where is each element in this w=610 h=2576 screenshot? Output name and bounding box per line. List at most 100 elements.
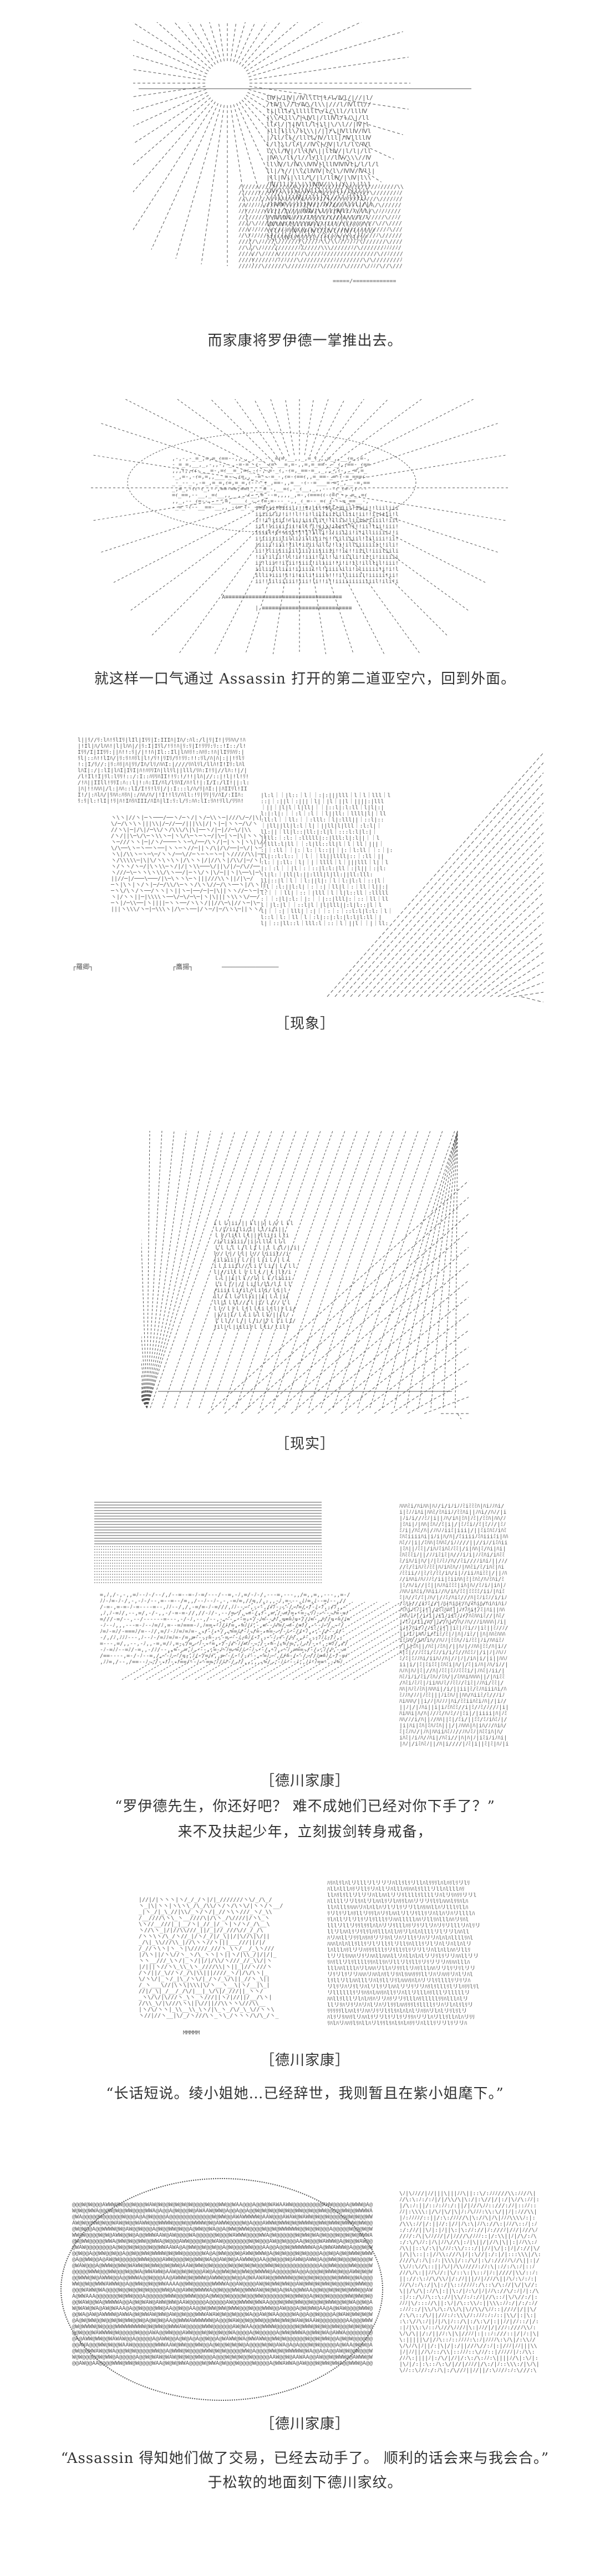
svg-text:|/\ヽ||/ヽ\//ヽ_ヽ/\_ヽヽ|ヽ||ヽ/|\\_/: |/\ヽ||/ヽ\//ヽ_ヽ/\_ヽヽ|ヽ||ヽ/|\\_/|/|/|_ <box>139 1952 277 1958</box>
svg-text::ll:l｜｜ll:｜｜:lll:｜l|:lll||｜::l: :ll:l｜｜ll:｜｜:lll:｜l|:lll||｜::l|:: <box>261 817 384 823</box>
svg-text:!ii!ilii!ll!i!!iii!lil!!i!iiil: !ii!ilii!ll!i!!iii!lil!!i!iiili!ii!i!iii… <box>255 554 399 560</box>
svg-text:ﾉ\\||::\/:\|\/ﾉﾉ:\\/:::/||/ﾉ|\: ﾉ\\||::\/:\|\/ﾉﾉ:\\/:::/||/ﾉ|\/|:|ﾉ|/://… <box>399 2246 540 2252</box>
svg-text:|/ll/ll//llll/Ⅳ/lll|/ⅣllllⅣ: |/ll/ll//llll/Ⅳ/lll|/ⅣllllⅣ <box>266 134 372 141</box>
svg-text:,,,ｨ,,ｨｨ-___=-,=ｨ__=_,=ｨ_-ｨ-,-: ,,,ｨ,,ｨｨ-___=-,=ｨ__=_,=ｨ_-ｨ-,-=-_ｨ,-ｨ=,_… <box>172 468 368 474</box>
svg-text:|ﾉ:ﾉﾉﾉﾉ/::||/:\:/ﾉﾉ//\|\:/ﾉ\|ﾉ: |ﾉ:ﾉﾉﾉﾉ/::||/:\:/ﾉﾉ//\|\:/ﾉ\|ﾉ\|ﾉﾉﾉ\\\\ﾉ… <box>399 2215 536 2221</box>
dialogue-line-2a: “长话短说。绫小姐她…已经辞世，我则暂且在紫小姐麾下。” <box>106 2085 504 2102</box>
svg-text:ﾊﾊﾊﾐi/ﾊiﾊﾊ|ﾊﾉ/i/iﾉiﾉﾉﾐiﾐﾐﾐﾊ|ﾊi: ﾊﾊﾊﾐi/ﾊiﾊﾊ|ﾊﾉ/i/iﾉiﾉﾉﾐiﾐﾐﾐﾊ|ﾊiﾉﾉﾊi/ <box>399 1503 504 1509</box>
svg-text:llリlﾊﾊlﾘリﾘlﾘlﾊﾘlllﾊllﾊﾘリlﾊlﾊll: llリlﾊﾊlﾘリﾘlﾘlﾊﾘlllﾊllﾊﾘリlﾊlﾊllllリlリリlﾊﾊl… <box>327 1929 469 1935</box>
svg-text:iﾐﾐﾊ//iﾊﾉiﾊ//ﾊﾉﾉ|ﾐﾐﾊ/ﾉiﾉﾐﾐ|ﾉi/: iﾐﾐﾊ//iﾊﾉiﾊ//ﾊﾉﾉ|ﾐﾐﾊ/ﾉiﾉﾐﾐ|ﾉi/ﾊﾊiﾐﾉ <box>399 1638 504 1644</box>
svg-text:ﾊllﾊlllﾊﾘリllﾘリﾊllリﾊlllﾊﾘﾊﾊlﾘll: ﾊllﾊlllﾊﾘリllﾘリﾊllリﾊlllﾊﾘﾊﾊlﾘlllリllﾊllllﾊ… <box>327 1886 464 1893</box>
svg-text:ﾊﾊ|ﾊﾉﾐﾉﾐﾊ|ﾊﾊﾊi|/i/||ii|ﾐ/ﾐﾉﾊii: ﾊﾊ|ﾊﾉﾐﾉﾐﾊ|ﾊﾊﾊi|/i/||ii|ﾐ/ﾐﾉﾊiiiﾊi/ﾊ <box>399 1686 506 1692</box>
svg-text:|ﾊ|!!ﾊﾊﾊ|/l:|ﾊﾊ::lI/I!ﾘ!lﾘ|/|:: |ﾊ|!!ﾊﾊﾊ|/l:|ﾊﾊ::lI/I!ﾘ!lﾘ|/|:I:::l/ﾊ/ﾘ|… <box>78 786 247 792</box>
svg-text:/_ヽ___\//|\ヽ\|\\\|\/ヽ__ヽ__\|ヽ/: /_ヽ___\//|\ヽ\|\\\|\/ヽ__ヽ__\|ヽ/__|\_| <box>139 1982 270 1988</box>
svg-text:ﾐﾊﾐﾐﾐiﾉ||/ﾉﾉiﾐiﾐ|ﾊ//ﾉiﾉi|ﾉﾉﾐﾊi: ﾐﾊﾐﾐﾐiﾉ||/ﾉﾉiﾐiﾐ|ﾊ//ﾉiﾉi|ﾉﾉﾐﾊi/iﾊﾐﾐ <box>399 1552 505 1558</box>
svg-text:iiiil!i!!iii!l!i!illi!i!iiili!: iiiil!i!!iii!l!i!illi!i!iiili!i!illiiiii… <box>255 530 399 536</box>
svg-text:ii!!iiliiiii!iii!!i!!i!!iiiiii: ii!!iiliiiii!iii!!i!!i!!iiiiiiiiiiiil!il… <box>255 579 399 585</box>
svg-text::ﾉﾉﾉ::/|\\ﾉ\ﾉ\:ﾉ\\ﾉ\|\ﾉ/\\/\ﾉﾉ: :ﾉﾉﾉ::/|\\ﾉ\ﾉ\:ﾉ\\ﾉ\|\ﾉ/\\/\ﾉﾉ::|//ﾉ/|/|… <box>399 2307 537 2313</box>
svg-text:ｌiｌ|/|/|ｌi|l/li/lｌｌl: ｌiｌ|/|/|ｌi|l/li/lｌｌl <box>214 1281 291 1288</box>
svg-text:|||ヽ\\\/ヽ─|─\\\ヽ|/\─ヽ──|/ヽ─/|─: |||ヽ\\\/ヽ─|─\\\ヽ|/\─ヽ──|/ヽ─/|─/\ヽ\─||ヽヽ/ <box>111 906 262 912</box>
svg-text:l:|:l|:｜｜:l｜:l｜｜l||ll:｜llll|l|: l:|:l|:｜｜:l｜:l｜｜l||ll:｜llll|l|｜ll <box>261 810 387 817</box>
svg-text:=ｨ_==,--__,_=ｨ__,,__,_-ｨ__,=_-: =ｨ_==,--__,_=ｨ__,,__,_-ｨ__,=_--=,,,,_,=-… <box>172 492 367 498</box>
svg-text:ｌｌｌｌｌ/lｌiｌ|ｌｌ/l/|/i|: ｌｌｌｌｌ/lｌiｌ|ｌｌ/l/|/i| <box>214 1244 300 1251</box>
svg-text:ﾐﾉﾉﾊ/ﾉﾉ|ﾉﾐﾐ|||ﾉiﾐﾊﾉ||ﾊﾊ/ﾊiiﾐ/ﾐ: ﾐﾉﾉﾊ/ﾉﾉ|ﾉﾐﾐ|||ﾉiﾐﾊﾉ||ﾊﾊ/ﾊiiﾐ/ﾐ//ﾉiﾉ <box>399 1692 505 1698</box>
svg-text:il/ｌlｌ/ll|i||i|ｌｌ|i|: il/ｌlｌ/ll|i||i|ｌｌ|i| <box>214 1293 289 1300</box>
svg-text:|/\:ﾉ:||/::ﾉ:ﾉﾉ:/:||/|ﾉ/ﾉ\ﾉﾉ::: |/\:ﾉ:||/::ﾉ:ﾉﾉ:/:||/|ﾉ/ﾉ\ﾉﾉ::///:/ﾉ|::ﾉ… <box>399 2203 537 2209</box>
svg-text:-ﾉ--ﾉ,,,---=-ﾉ--ﾉ=/ﾉ,=--=ﾉ===-: -ﾉ--ﾉ,,,---=-ﾉ--ﾉ=/ﾉ,=--=ﾉ===-ﾉ,ﾉ==--ﾉ/ﾉ… <box>100 1623 344 1629</box>
svg-text:@@AWA@@@WW@W@@WAAW@@@@@@@WWWAA: @@AWA@@@WW@W@@WAAW@@@@@@@WWWAAW@WW@@@WW@… <box>72 2342 373 2348</box>
svg-text:@@AW@@AA@@@@WWW@WW@W@@@@WAA@W@: @@AW@@AA@@@@WWW@WW@W@@@@WAA@W@W@WWA@@@@W… <box>72 2360 373 2366</box>
svg-text::/:\/\ﾉﾉ:|ﾉ\|ﾉﾉ\//\|:ﾉ|\||/|/ﾉ: :/:\/\ﾉﾉ:|ﾉ\|ﾉﾉ\//\|:ﾉ|\||/|/ﾉ\|\||:|ﾉﾉ\… <box>399 2240 537 2246</box>
svg-text:||ll:｜:l:｜:lllll|::|lll:l|:l||: ||ll:｜:l:｜:lllll|::|lll:l|:l||｜｜l <box>261 835 380 841</box>
svg-text:=====/=============: =====/============= <box>333 278 396 284</box>
svg-text:\:|||||\/|/ﾉ\::ﾉ::ﾉﾉﾉﾉ:\:ﾉ|ﾉﾉﾉ: \:|||||\/|/ﾉ\::ﾉ::ﾉﾉﾉﾉ:\:ﾉ|ﾉﾉﾉﾉ\:\ﾉ\|/:\… <box>399 2337 536 2343</box>
svg-text:llﾊﾘlﾘllリlリリﾊllﾊﾊlリリﾘllllﾘllll: llﾊﾘlﾘllリlリリﾊllﾊﾊlリリﾘllllﾘllllリﾊlリﾘﾊﾘﾘリリ… <box>327 1893 476 1899</box>
svg-text:MMMMM: MMMMM <box>183 2030 200 2036</box>
svg-text:A≡≡≡≡≡≡≡≡≡≡≡≡≡≡≡≡≡≡≡≡≡≡≡≡≡≡≡≡≡: A≡≡≡≡≡≡≡≡≡≡≡≡≡≡≡≡≡≡≡≡≡≡≡≡≡≡≡≡≡≡≡≡≡≡≡ <box>222 594 342 600</box>
ascii-art-push: lⅣ|/lⅣ|/Ⅳl\ll|l/l/Ⅳl/|//|l//lⅣl\//l/Ⅳ\/l… <box>133 22 471 284</box>
svg-text:リﾘリlﾘリリﾊﾊﾊリﾊﾊlﾊﾘlリﾘﾊlﾘﾊﾊﾘﾘﾘllリ: リﾘリlﾘリリﾊﾊﾊリﾊﾊlﾊﾘlリﾘﾊlﾘﾊﾊﾘﾘﾘllリﾊリﾊﾊﾘリﾊlリﾊ… <box>327 1972 473 1978</box>
svg-text:lｌ/ｌ|ｌｌ|lｌliｌ|l||ｌi/: lｌ/ｌ|ｌｌ|lｌliｌ|l||ｌi/ <box>214 1305 296 1312</box>
svg-text:///ﾉ/ﾉﾉ///////ﾉ//////////ﾉﾉ///: ///ﾉ/ﾉﾉ///////ﾉ//////////ﾉﾉ//////\//\ﾉ/\… <box>238 202 401 208</box>
svg-text://ヽ\|─|/\|/─\\/ヽ/\\\/\|\|──ヽ/|: //ヽ\|─|/\|/─\\/ヽ/\\\/\|\|──ヽ/|─|//─\/|\\ <box>111 827 251 833</box>
ascii-art-phenomenon: l||ﾘ//ﾘ:lﾊ!ﾘlIﾘ|lIl|Iﾘﾘ|I:IIIﾊ|Iﾊ/:ﾊl:/l… <box>72 737 543 1002</box>
svg-text:llリﾘﾊリﾘリﾊリﾊlリﾊリlﾘﾘlﾊﾊﾘﾘﾘlﾘllll: llリﾘﾊリﾘリﾊリﾊlリﾊリlﾘﾘlﾊﾊﾘﾘﾘlﾘllllﾘリﾊリlﾊlﾘlﾘ… <box>327 2002 473 2008</box>
svg-text:_/\|_\\///\\_|//\ヽヽ//ヽ|||___//: _/\|_\\///\\_|//\ヽヽ//ヽ|||___///||/|/ <box>139 1940 266 1946</box>
svg-text:|iliii||ｌ/||ｌ|iｌ/|ｌｌ: |iliii||ｌ/||ｌ|iｌ/|ｌｌ <box>214 1257 291 1263</box>
svg-text:ll|::l:l::｜｜l｜｜ll||llll|::｜:ll: ll|::l:l::｜｜l｜｜ll||llll|::｜:ll｜|| <box>261 853 384 860</box>
svg-text:ﾉ=ﾉ-=ﾉ/-===ﾉ/=--ﾉ/,=/ﾉ-ﾉﾉ=ﾉ=ﾉ=: ﾉ=ﾉ-=ﾉ/-===ﾉ/=--ﾉ/,=/ﾉ-ﾉﾉ=ﾉ=ﾉ=-,-/-ﾉ--/,… <box>100 1629 345 1635</box>
svg-text:|\ﾉ|/:|:\::ﾉ\:\/|//|/ﾉﾉ/|/\:/|: |\ﾉ|/:|:\::ﾉ\:\/|//|/ﾉﾉ/|/\:/|ﾉ::\\\:/|\… <box>399 2361 540 2368</box>
svg-text:@W@WW@@@@@WWA@WW@W@@WW@@WWA@W@: @W@WW@@@@@WWA@WW@W@@WW@@WWA@W@@@AWW@@@@W… <box>72 2238 373 2245</box>
svg-text:-_=_-ｨ--__==-__,,_-ｨ=_ｨ-_-=ｨｨ-: -_=_-ｨ--__==-__,,_-ｨ=_ｨ-_-=ｨｨ-,-==ｨｨ-_,_… <box>172 504 367 511</box>
svg-text:iﾊﾐ|ﾉiﾉﾊ/ﾉﾊi|/ﾊﾐi//|ﾊ|ﾊ|ﾉ|iﾐiﾉ: iﾊﾐ|ﾉiﾉﾊ/ﾉﾊi|/ﾊﾐi//|ﾊ|ﾊ|ﾉ|iﾐiﾉiﾉﾊi| <box>399 1735 507 1741</box>
svg-text:/lⅣⅣ\l|ll|Ⅳ/|/Ⅳ////llll|/|l: /lⅣⅣ\l|ll|Ⅳ/|/Ⅳ////llll|/|l <box>266 201 373 208</box>
svg-text:-/,/ﾉ,ﾉﾉﾉ---,ﾉ--ﾉ-/=ﾉﾉ=ﾉ=-/=,=: -/,/ﾉ,ﾉﾉﾉ---,ﾉ--ﾉ-/=ﾉﾉ=ﾉ=-/=,=---,=--,-=… <box>100 1635 343 1641</box>
svg-text:@@@W@W@@@AWWW@W@@@W@@@WAW@W@@W: @@@W@W@@@AWWW@W@@@W@@@WAW@W@@W@W@W@W@@@@… <box>72 2202 373 2208</box>
svg-text:ｌｌl//ｌ/|ｌ/i/|/ｌｌiｌi/: ｌｌl//ｌ/|ｌ/i/|/ｌｌiｌi/ <box>214 1318 296 1324</box>
svg-text:l//ｌ|/ｌl|ｌ//ｌiiil//i: l//ｌ|/ｌl|ｌ//ｌiiil//i <box>214 1251 289 1257</box>
svg-text:iﾉ|/ﾊi/ﾉ/ﾉiﾐﾉ||||iﾐ|ﾉﾐi/ﾉ|iﾐ||: iﾉ|/ﾊi/ﾉ/ﾉiﾐﾉ||||iﾐ|ﾉﾐi/ﾉ|iﾐ||ﾐﾉ/ﾉ/ <box>399 1625 508 1631</box>
svg-text::｜｜:|l|:l:｜|:｜｜|::|lll|:｜::｜ll: :｜｜:|l|:l:｜|:｜｜|::|lll|:｜::｜ll｜ll <box>261 896 389 902</box>
svg-text:ll/l/|||Ⅳll/l|\l|\/\l//|Ⅳ|l: ll/l/|||Ⅳll/l|\l|\/\l//|Ⅳ|l <box>266 121 369 128</box>
svg-text:AW@W@@WW@W@@WAW@W@@WAWW@@@WWWW: AW@W@@WW@W@@WAW@W@@WAWW@@@WWWW@@@W@@WWWW… <box>72 2220 373 2226</box>
svg-text:lll\lⅣl/lllll/||l//\|l\l/|/: lll\lⅣl/lllll/||l//\|l\l/|/ <box>266 234 367 241</box>
svg-text:||://:\:ﾉ/\/\\ﾉ|/:/ﾉ|||/ﾉ|ﾉ/ﾉ/: ||://:\:ﾉ/\/\\ﾉ|/:/ﾉ|||/ﾉ|ﾉ/ﾉ/\||ﾉ\ﾉ:\ﾉ:… <box>399 2276 537 2282</box>
svg-text:ﾊﾉﾊ|ﾊﾉ|ﾐ|//ﾊ|ﾉﾐﾐ|ﾐﾉﾉﾐﾐﾐi/|ﾉﾊﾐ|: ﾊﾉﾊ|ﾊﾉ|ﾐ|//ﾊ|ﾉﾐﾐ|ﾐﾉﾉﾐﾐﾐi/|ﾉﾊﾐ|ﾉii/| <box>399 1668 505 1674</box>
svg-text:iｌｌiiil//ｌiｌｌi/|ｌ/ｌl: iｌｌiiil//ｌiｌｌi/|ｌ/ｌl <box>214 1263 296 1269</box>
svg-text:ﾐ/iﾊﾉi|ﾊ/|ﾉ|ﾐﾉﾐﾉ/ﾊ//ﾐi///ﾉiﾊiﾉ: ﾐ/iﾊﾉi|ﾊ/|ﾉ|ﾐﾉﾐﾉ/ﾊ//ﾐi///ﾉiﾊiﾉ||/ﾉ/ <box>399 1558 507 1564</box>
svg-text:////////ﾉ//ﾉ///\ﾉ/ﾉ\///ﾉ//////: ////////ﾉ//ﾉ///\ﾉ/ﾉ\///ﾉ//////////////ﾉﾉ… <box>238 215 401 221</box>
svg-text:Iﾘﾘ/I|IIﾘﾘ:||ﾊ!!:ﾘ|/|!!ﾊ|Il::I: Iﾘﾘ/I|IIﾘﾘ:||ﾊ!!:ﾘ|/|!!ﾊ|Il::Il|lﾊﾊﾘ!:ﾊﾊ… <box>78 749 245 756</box>
dialogue-line-3a: “Assassin 得知她们做了交易，已经去动手了。 顺利的话会来与我会合。” <box>60 2450 550 2467</box>
svg-text:|!Il|ﾊ/lﾊﾊ!|l|lﾊﾊ|/|ﾘ:I|Iﾘl/!ﾘ: |!Il|ﾊ/lﾊﾊ!|l|lﾊﾊ|/|ﾘ:I|Iﾘl/!ﾘ!ﾊ|ﾘ:ﾘ|I!ﾘ… <box>78 743 246 749</box>
svg-text://\//\/ﾉ//////////ﾉ//////\\\//: //\//\/ﾉ//////////ﾉ//////\\\//////ﾉ/\///… <box>238 245 401 251</box>
dialogue-line-3b: 于松软的地面刻下德川家纹。 <box>207 2475 403 2491</box>
svg-text:/lⅣl\//l/Ⅳ\/l\\|///l/Ⅳlll//: /lⅣl\//l/Ⅳ\/l\\|///l/Ⅳlll// <box>266 101 371 108</box>
svg-text::|ﾉ::/\ﾉﾉ\::\:/ﾉ|\\/ﾉ:ﾉ:/ﾉ|//\: :|ﾉ::/\ﾉﾉ\::\:/ﾉ|\\/ﾉ:ﾉ:/ﾉ|//\::ﾉ|\ﾉ\//:… <box>399 2294 538 2300</box>
svg-text:WW@W@@@@W@W@AWW@@W@A@@WWWAAW@A: WW@W@@@@W@W@AWW@@W@A@@WWWAAW@AW@@@@WA@@@… <box>72 2232 373 2238</box>
svg-text:/ヽ/||\─\/\─ヽ\\ヽ─|ヽ\/\─ヽ─ヽ─/|\─: /ヽ/||\─\/\─ヽ\\ヽ─|ヽ\/\─ヽ─ヽ─/|\─|ヽ─|\|ヽヽヽ| <box>111 833 267 839</box>
svg-text://///\/ﾉ///\///////\////ﾉ\\/\\: /////\/ﾉ///\///////\////ﾉ\\/\\ﾉ//ﾉ/ﾉ/\//… <box>238 239 403 245</box>
svg-text:////\/ﾉ////\////ﾉ////////\ﾉ//ﾉ: ////\/ﾉ////\////ﾉ////////\ﾉ//ﾉﾉ///ﾉ/////… <box>238 221 402 227</box>
svg-text:\|l/|/|Ⅳ\Ⅳ|Ⅳl/lⅣl//Ⅳ/l||ll/: \|l/|/|Ⅳ\Ⅳ|Ⅳl/lⅣl//Ⅳ/l||ll/ <box>266 227 375 234</box>
ascii-art-reality: iｌｌ|ii/||ｌl|||ｌ//ｌｌlｌ/|/ii|li/i|ｌl/i/i||… <box>141 1130 469 1419</box>
svg-text:\ﾉ|\ﾉﾉ//|ﾉ/|||\|||ﾉﾉ\||::\/:ﾉﾉ: \ﾉ|\ﾉﾉ//|ﾉ/|||\|||ﾉﾉ\||::\/:ﾉﾉﾉ///\\:ﾉﾉ/… <box>399 2191 536 2197</box>
svg-text:\/─/\ヽ\ヽ|||\\|/─//──/|||\\|/|ヽ: \/─/\ヽ\ヽ|||\\|/─//──/|||\\|/|ヽ|─|ヽヽ─/\/ヽ <box>111 821 258 827</box>
svg-text:ﾊlﾘリﾘﾊﾊﾘlリﾊﾊlﾘリリlﾘリlﾘリﾘﾘﾊリリlﾊリ: ﾊlﾘリﾘﾊﾊﾘlリﾊﾊlﾘリリlﾘリlﾘリﾘﾘﾊリリlﾊリllﾘllﾊlﾊリﾘ… <box>327 2014 475 2021</box>
svg-text:\ﾉﾉ::\ﾉ/ﾉ:/:ﾉ\|:/\//ﾉ||ﾉ/||/:\: \ﾉﾉ::\ﾉ/ﾉ:/:ﾉ\|:/\//ﾉ||ﾉ/||/:\ﾉﾉ/ﾉ:ﾉ:\//… <box>399 2368 537 2374</box>
svg-text:,ﾉﾉ=,/--,/==--ﾉ-,/--ﾉﾉ--ﾉ==/--: ,ﾉﾉ=,/--,/==--ﾉ-,/--ﾉﾉ--ﾉ==/--ﾉ--==,ﾉ/ﾉﾉ… <box>100 1659 343 1665</box>
svg-text:|ﾐ/ﾊﾉi//|ﾐ||ﾊﾉﾊiﾐﾐﾐ|iﾊ|ﾊﾉ/ﾐﾉiﾉ: |ﾐ/ﾊﾉi//|ﾐ||ﾊﾉﾊiﾐﾐﾐ|iﾊ|ﾊﾉ/ﾐﾉiﾉ|iﾊ|ﾉ <box>399 1583 506 1589</box>
svg-text:|\\/lll\/|\Ⅳl|/llⅣl/l/\|/ll: |\\/lll\/|\Ⅳl|/llⅣl/l/\|/ll <box>266 114 369 121</box>
svg-text://ﾉ/:ﾉ\|\ﾉﾉ/ﾉ/|/|ﾉ///\/ﾉﾉﾉ::|/: //ﾉ/:ﾉ\|\ﾉﾉ/ﾉ/|/|ﾉ///\/ﾉﾉﾉ::|/:\\||ﾉ|/\/… <box>399 2233 537 2240</box>
svg-text:l||ﾘ//ﾘ:lﾊ!ﾘlIﾘ|lIl|Iﾘﾘ|I:IIIﾊ: l||ﾘ//ﾘ:lﾊ!ﾘlIﾘ|lIl|Iﾘﾘ|I:IIIﾊ|Iﾊ/:ﾊl:/l… <box>78 737 246 743</box>
svg-text://////////ﾉ/ﾉ/ﾉ///\//////////ﾉ: //////////ﾉ/ﾉ/ﾉ///\//////////ﾉ////////\/… <box>238 257 403 263</box>
svg-text:///ﾉ///\//////\/////ﾉ///ﾉ\////: ///ﾉ///\//////\/////ﾉ///ﾉ\//////\/////\/… <box>238 263 403 269</box>
svg-text:i|ﾐﾉﾉiﾊi|ﾊﾊﾐ/ﾐﾊiiﾉ/ﾐﾐﾊi||ﾉﾊi//: i|ﾐﾉﾉiﾊi|ﾊﾊﾐ/ﾐﾊiiﾉ/ﾐﾐﾊi||ﾉﾊi//ﾊﾉ/|i <box>399 1509 506 1516</box>
speaker-label-2: ［德川家康］ <box>260 2052 350 2069</box>
svg-text:////ﾉ/ﾉ///////ﾉ/////\/\///////: ////ﾉ/ﾉ///////ﾉ/////\/\/////////ﾉ///////… <box>238 227 403 233</box>
svg-text:=///-=/--,--/------=---,-/-ﾉ,-: =///-=/--,--/------=---,-/-ﾉ,--,/--,-,--… <box>100 1616 350 1623</box>
svg-text:|/\|\::|:|/ﾉ\\://ﾉ\|ﾉ|:\//|:/:: |/\|\::|:|/ﾉ\\://ﾉ\|ﾉ|:\//|:/:|/|:::\\\|… <box>399 2252 541 2258</box>
svg-text:||ﾉ|/|ﾉﾊi||i|iﾉﾐﾊﾐﾐ//i|ﾐ/ﾉﾐ/ﾉ/: ||ﾉ|/|ﾉﾊi||i|iﾉﾐﾊﾐﾐ//i|ﾐ/ﾉﾐ/ﾉ//ﾉ|i| <box>399 1705 509 1711</box>
art-panel-6: |//|/|ヽヽヽ|ヽ/_/_/ヽ|/|_///////ヽ\/_/\_/ヽ_|\… <box>105 1879 505 2046</box>
svg-text:@@@WAWW@WA@@@@W@@W@@W@W@@@@WW@: @@@WAWW@WA@@@@W@@W@@W@W@@@@WW@A@@AWW@WWW… <box>72 2287 373 2293</box>
svg-text:ﾊﾊﾊlﾊlﾊllﾘllﾘリlリllﾘlリllﾘﾊlllﾘリ: ﾊﾊﾊlﾊlﾊllﾘllﾘリlリllﾘlリllﾘﾊlllﾘリlリﾊlリﾊllﾊl… <box>327 1941 471 1947</box>
